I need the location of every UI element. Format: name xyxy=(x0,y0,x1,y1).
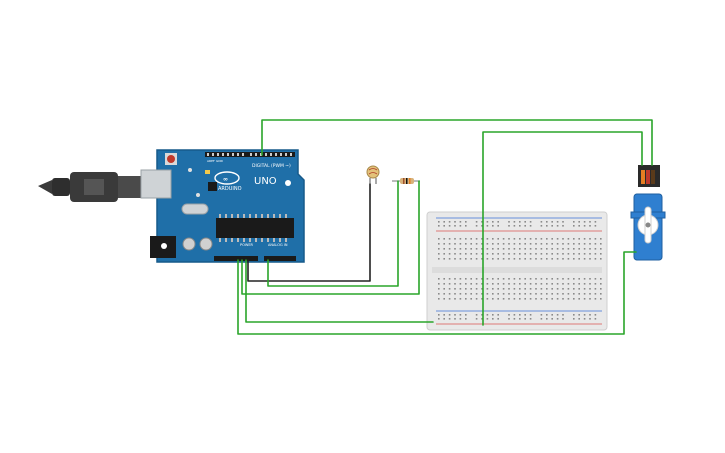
capacitor xyxy=(199,237,213,251)
photoresistor[interactable] xyxy=(366,165,380,184)
svg-text:AREF: AREF xyxy=(207,159,215,163)
reset-button[interactable] xyxy=(167,155,175,163)
wire-servo-power[interactable] xyxy=(482,131,643,326)
model-label: UNO xyxy=(254,176,277,187)
wire-ground-sensor[interactable] xyxy=(247,183,371,282)
wire-resistor[interactable] xyxy=(241,180,420,295)
power-label: POWER xyxy=(240,243,254,247)
resistor[interactable] xyxy=(392,178,420,184)
breadboard-holes[interactable] xyxy=(438,221,602,320)
analog-header[interactable] xyxy=(264,256,296,261)
arduino-uno-board[interactable]: AREF GND DIGITAL (PWM ~) ∞ ARDUINO UNO xyxy=(140,149,305,263)
micro-servo[interactable] xyxy=(630,165,666,261)
svg-text:GND: GND xyxy=(216,159,224,163)
wire-5v[interactable] xyxy=(245,259,434,323)
crystal xyxy=(181,203,209,215)
capacitor xyxy=(182,237,196,251)
wire-gnd[interactable] xyxy=(237,251,637,335)
infinity-logo-icon xyxy=(214,171,240,185)
analog-label: ANALOG IN xyxy=(268,243,288,247)
digital-label: DIGITAL (PWM ~) xyxy=(252,163,291,169)
on-led xyxy=(205,170,210,174)
wires[interactable] xyxy=(237,119,653,335)
wire-analog[interactable] xyxy=(267,180,399,287)
brand-label: ARDUINO xyxy=(218,186,242,192)
atmega-chip xyxy=(216,218,294,238)
wire-signal[interactable] xyxy=(261,119,653,166)
svg-text:∞: ∞ xyxy=(223,176,228,183)
power-header[interactable] xyxy=(214,256,258,261)
usb-cable[interactable] xyxy=(38,172,142,202)
usb-port xyxy=(140,169,172,199)
breadboard[interactable] xyxy=(426,211,608,331)
